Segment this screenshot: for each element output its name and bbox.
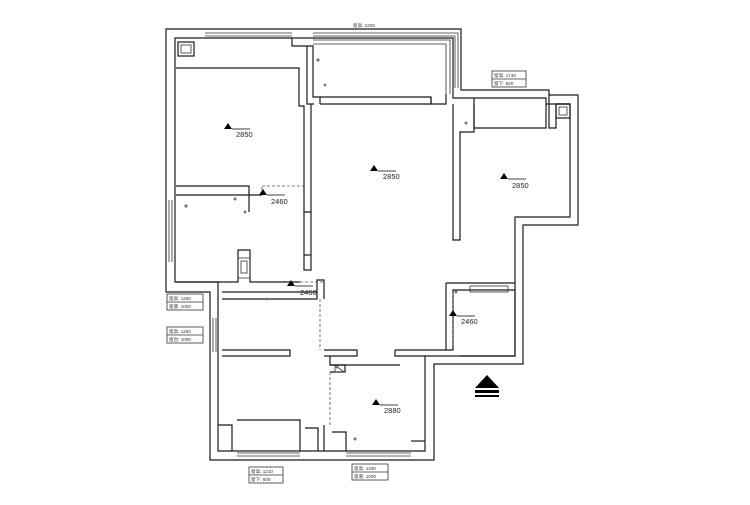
- note-bottom-left-window: 窗高: 1210 窗下: 500: [248, 466, 284, 484]
- note-bottom-mid-window: 窗高: 1250 窗底: 1000: [351, 463, 389, 481]
- window-notes: 窗高: 2200 窗高: 1740 窗下: 500 窗高: 1250 窗底: 1…: [166, 22, 527, 484]
- note-left-window-2: 窗高: 1250 窗台: 1000: [166, 326, 204, 344]
- elevation-marker-icon: [372, 399, 380, 405]
- elevation-marker-icon: [259, 189, 267, 195]
- internal-walls: [176, 38, 570, 451]
- note-left-window-2-line-1: 窗高: 1250: [169, 328, 191, 335]
- elevation-bedroom-upper-left: 2850: [224, 123, 253, 139]
- note-left-window-2-line-2: 窗台: 1000: [169, 336, 191, 343]
- elevation-marker-icon: [287, 280, 295, 286]
- fixtures: [177, 41, 571, 441]
- note-left-window-1-line-2: 窗底: 1000: [169, 303, 191, 310]
- column-right: [555, 103, 571, 119]
- entrance-arrow-icon: [475, 375, 499, 397]
- elevation-value: 2460: [461, 317, 478, 326]
- elevation-kitchen: 2460: [449, 310, 478, 326]
- note-bottom-left-window-line-2: 窗下: 500: [251, 476, 271, 483]
- note-right-balcony-window-line-2: 窗下: 500: [494, 80, 514, 87]
- note-bottom-mid-window-line-1: 窗高: 1250: [354, 465, 376, 472]
- note-top-window-line-1: 窗高: 2200: [353, 22, 375, 29]
- outer-walls: [165, 28, 579, 461]
- bottom-windows: [237, 452, 411, 457]
- elevation-marker-icon: [500, 173, 508, 179]
- elevation-value: 2880: [384, 406, 401, 415]
- left-windows: [168, 200, 217, 352]
- kitchen-counter: [469, 285, 509, 293]
- elevation-value: 2850: [236, 130, 253, 139]
- ceiling-elevation-markers: 2850 2850 2850 2460 2460 2460 2880: [224, 123, 529, 415]
- column-right-inner: [558, 106, 568, 116]
- elevation-value: 2850: [383, 172, 400, 181]
- elevation-value: 2850: [512, 181, 529, 190]
- note-right-balcony-window-line-1: 窗高: 1740: [494, 72, 516, 79]
- sink-shape: [334, 364, 346, 373]
- elevation-marker-icon: [449, 310, 457, 316]
- toilet: [237, 257, 251, 279]
- elevation-bedroom-bottom: 2880: [372, 399, 401, 415]
- elevation-corridor: 2460: [259, 189, 288, 206]
- note-top-window: 窗高: 2200: [353, 22, 375, 29]
- elevation-bedroom-right: 2850: [500, 173, 529, 190]
- note-right-balcony-window: 窗高: 1740 窗下: 500: [491, 70, 527, 88]
- elevation-marker-icon: [224, 123, 232, 129]
- elevation-marker-icon: [370, 165, 378, 171]
- elevation-hall: 2460: [287, 280, 317, 297]
- note-left-window-1: 窗高: 1250 窗底: 1000: [166, 293, 204, 311]
- note-bottom-left-window-line-1: 窗高: 1210: [251, 468, 273, 475]
- column-top-left: [177, 41, 195, 57]
- door-openings: [261, 185, 454, 425]
- note-left-window-1-line-1: 窗高: 1250: [169, 295, 191, 302]
- elevation-value: 2460: [300, 288, 317, 297]
- top-window: [205, 32, 459, 94]
- note-bottom-mid-window-line-2: 窗底: 1000: [354, 473, 376, 480]
- elevation-value: 2460: [271, 197, 288, 206]
- elevation-living-room: 2850: [370, 165, 400, 181]
- toilet-bowl: [240, 260, 248, 274]
- column-inner-top-left: [180, 44, 192, 54]
